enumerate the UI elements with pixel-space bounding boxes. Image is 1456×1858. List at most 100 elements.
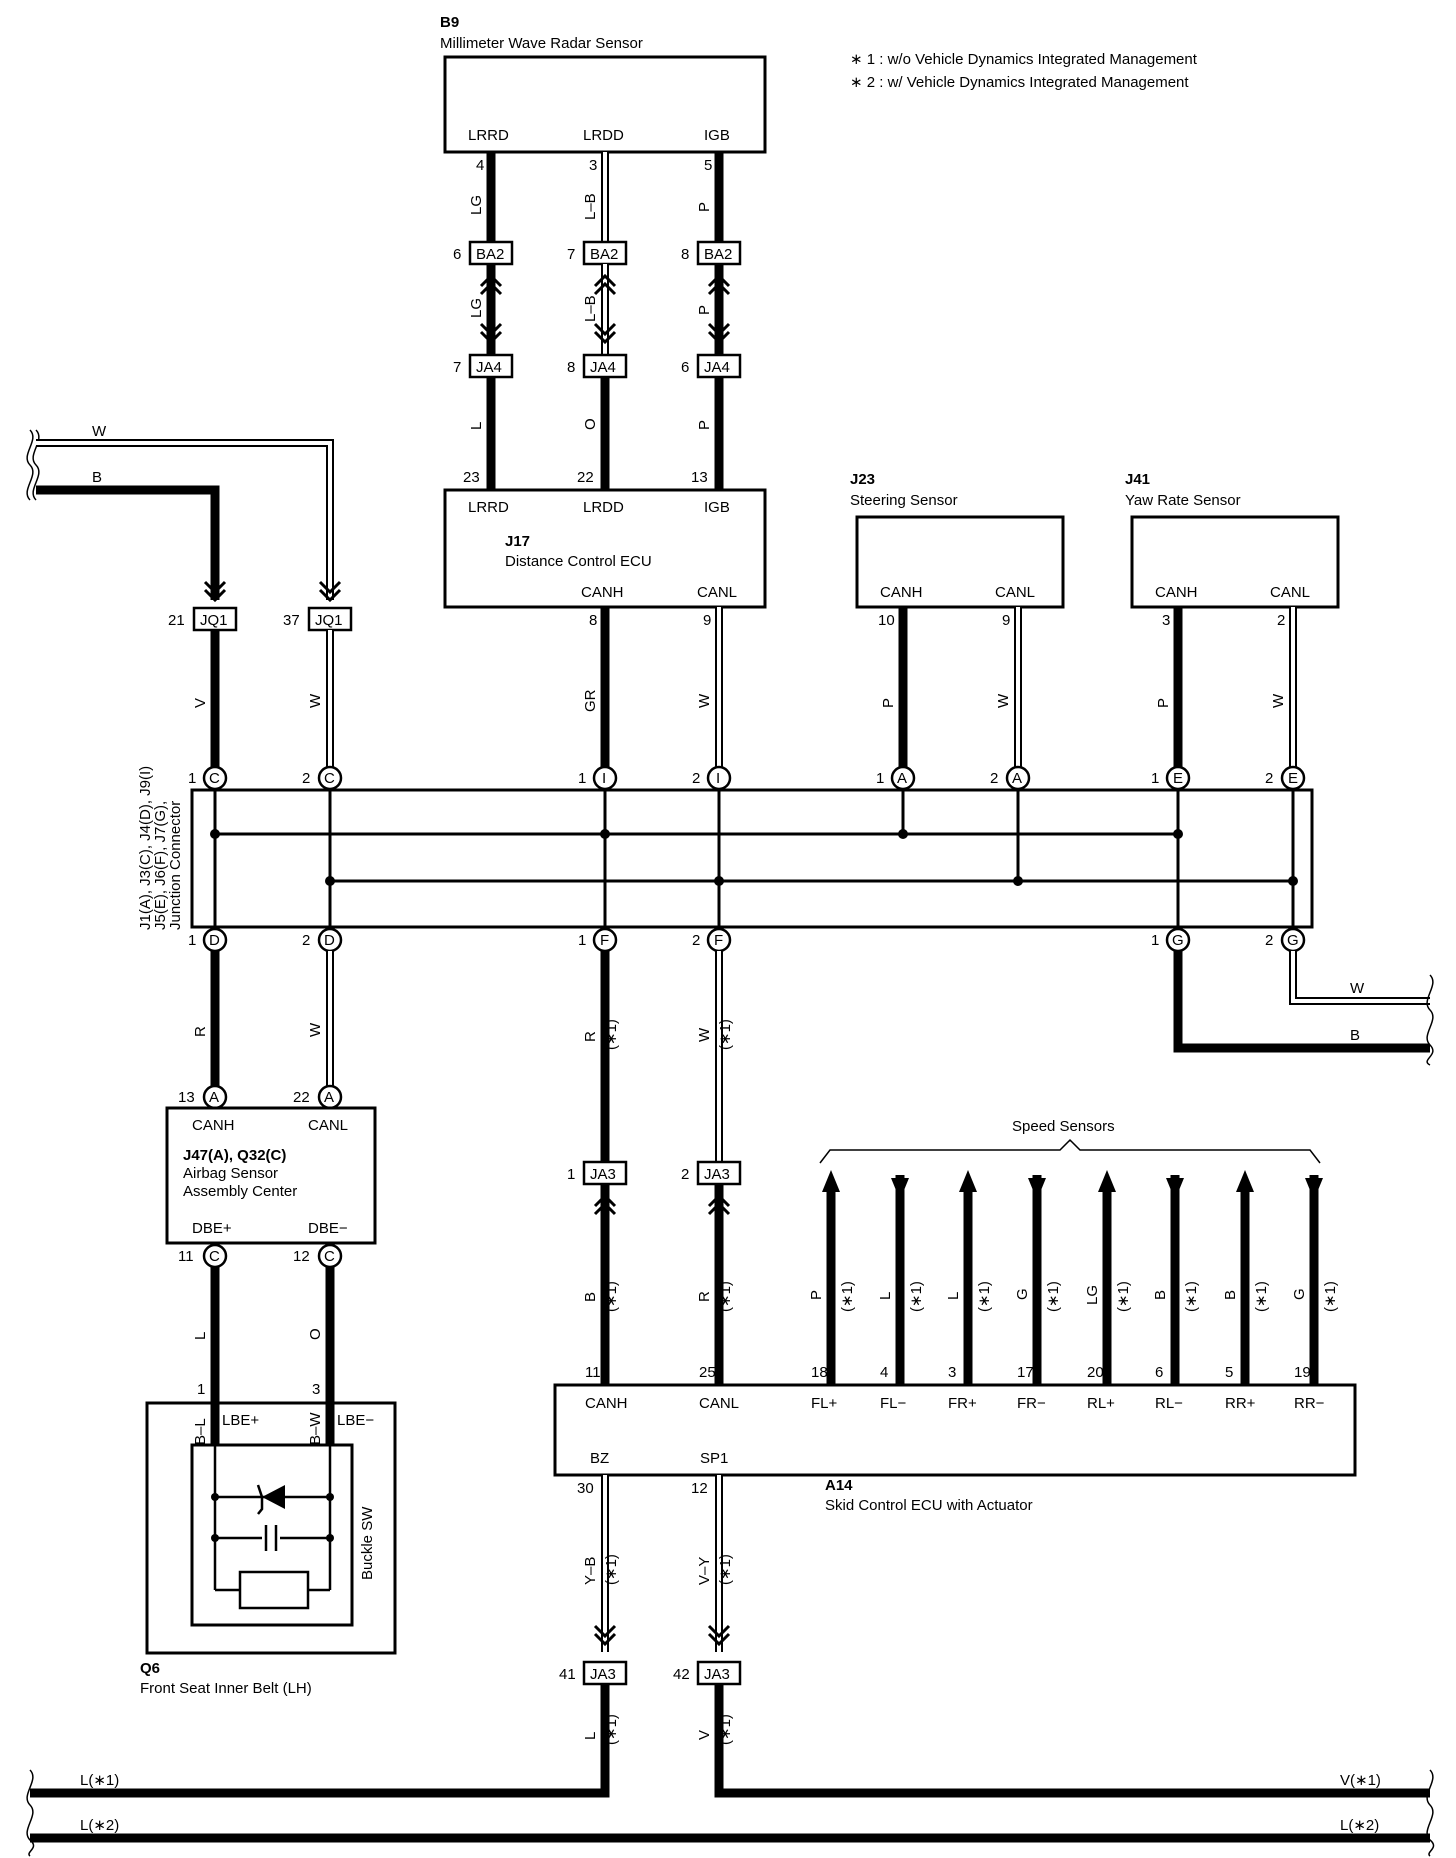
- junction-bottom-pins: D 1 D 2 F 1 F 2 G 1 G 2: [188, 927, 1306, 953]
- wire-r-airbag: R: [192, 1026, 209, 1037]
- b9-pin-num-5: 5: [704, 157, 712, 174]
- a14-pin-label: RR−: [1294, 1395, 1325, 1412]
- j17-pin-canh: CANH: [581, 584, 624, 601]
- bus-l2-left: L(∗2): [80, 1817, 119, 1834]
- speed-wire-note: (∗1): [1183, 1281, 1200, 1312]
- arrow-up-icon: [1098, 1170, 1116, 1192]
- a14-pin-number: 5: [1225, 1364, 1233, 1381]
- note-1: ∗ 1 : w/o Vehicle Dynamics Integrated Ma…: [850, 51, 1198, 68]
- arrow-up-icon: [1236, 1170, 1254, 1192]
- svg-text:1: 1: [1151, 932, 1159, 949]
- ja4-label-3: JA4: [704, 359, 730, 376]
- j23-pin-canh: CANH: [880, 584, 923, 601]
- svg-text:1: 1: [578, 770, 586, 787]
- svg-text:G: G: [1287, 932, 1299, 949]
- a14-pin-label: RL+: [1087, 1395, 1115, 1412]
- j47-pin-dbe-minus: DBE−: [308, 1220, 348, 1237]
- speed-wire-color: B: [1222, 1290, 1239, 1300]
- wire-lg-2: LG: [468, 298, 485, 318]
- wire-o-airbag: O: [307, 1328, 324, 1340]
- a14-pin-number: 25: [699, 1364, 716, 1381]
- wire-l-bottom: L: [582, 1732, 599, 1740]
- note1-v-bottom: (∗1): [717, 1714, 734, 1745]
- ba2-pin-8: 8: [681, 246, 689, 263]
- a14-pin-label: RL−: [1155, 1395, 1183, 1412]
- speed-wire-color: G: [1291, 1288, 1308, 1300]
- note1-b-skid: (∗1): [603, 1281, 620, 1312]
- speed-wire-note: (∗1): [908, 1281, 925, 1312]
- wire-b-left: B: [92, 469, 102, 486]
- svg-text:2: 2: [1265, 932, 1273, 949]
- svg-text:C: C: [324, 1248, 335, 1265]
- j41-id: J41: [1125, 471, 1150, 488]
- a14-pin-bz: BZ: [590, 1450, 609, 1467]
- wire-p-2: P: [696, 305, 713, 315]
- arrow-up-icon: [822, 1170, 840, 1192]
- ja3-label-4: JA3: [704, 1666, 730, 1683]
- speed-wire-color: L: [877, 1292, 894, 1300]
- ja4-pin-6: 6: [681, 359, 689, 376]
- j41-box: [1130, 515, 1340, 609]
- a14-pin-12: 12: [691, 1480, 708, 1497]
- speed-wire-color: LG: [1084, 1285, 1101, 1305]
- arrow-down-icon: [1166, 1178, 1184, 1200]
- svg-text:2: 2: [302, 932, 310, 949]
- svg-text:12: 12: [293, 1248, 310, 1265]
- note1-vy: (∗1): [717, 1554, 734, 1585]
- a14-pin-label: FL+: [811, 1395, 838, 1412]
- wire-gr: GR: [582, 689, 599, 712]
- buckle-switch-internal: [211, 1445, 334, 1610]
- speed-wire-note: (∗1): [1115, 1281, 1132, 1312]
- ja3-label-2: JA3: [704, 1166, 730, 1183]
- j23-pin-10: 10: [878, 612, 895, 629]
- a14-pin-label: CANH: [585, 1395, 628, 1412]
- a14-pin-number: 20: [1087, 1364, 1104, 1381]
- bus-l2-right: L(∗2): [1340, 1817, 1379, 1834]
- ba2-pin-7: 7: [567, 246, 575, 263]
- arrow-up-icon: [959, 1170, 977, 1192]
- a14-name: Skid Control ECU with Actuator: [825, 1497, 1033, 1514]
- j47-pin-canh: CANH: [192, 1117, 235, 1134]
- arrow-down-icon: [1305, 1178, 1323, 1200]
- j47-pin-dbe-plus: DBE+: [192, 1220, 232, 1237]
- wire-r-skid: R: [582, 1031, 599, 1042]
- speed-wire-color: L: [945, 1292, 962, 1300]
- j17-pin-9: 9: [703, 612, 711, 629]
- speed-wire-note: (∗1): [976, 1281, 993, 1312]
- a14-pin-label: FR+: [948, 1395, 977, 1412]
- svg-text:G: G: [1172, 932, 1184, 949]
- j23-name: Steering Sensor: [850, 492, 958, 509]
- a14-pin-label: FR−: [1017, 1395, 1046, 1412]
- junction-label-1: J1(A), J3(C), J4(D), J9(I): [137, 766, 154, 930]
- svg-text:E: E: [1173, 770, 1183, 787]
- j47-name-1: Airbag Sensor: [183, 1165, 278, 1182]
- j41-pin-canl: CANL: [1270, 584, 1310, 601]
- j17-pin-22: 22: [577, 469, 594, 486]
- j23-pin-canl: CANL: [995, 584, 1035, 601]
- wire-v: V: [192, 698, 209, 708]
- ja3-label-3: JA3: [590, 1666, 616, 1683]
- j17-id: J17: [505, 533, 530, 550]
- wire-yb: Y–B: [582, 1557, 599, 1585]
- speed-wire-color: B: [1152, 1290, 1169, 1300]
- note-2: ∗ 2 : w/ Vehicle Dynamics Integrated Man…: [850, 74, 1189, 91]
- wire-lb-1: L–B: [582, 193, 599, 220]
- j47-id: J47(A), Q32(C): [183, 1147, 286, 1164]
- a14-pin-label: FL−: [880, 1395, 907, 1412]
- j23-box: [855, 515, 1065, 609]
- junction-label-2: J5(E), J6(F), J7(G),: [152, 801, 169, 930]
- wire-r2-skid: R: [696, 1291, 713, 1302]
- svg-text:A: A: [1012, 770, 1022, 787]
- ba2-pin-6: 6: [453, 246, 461, 263]
- wire-p-1: P: [696, 202, 713, 212]
- b9-pin-num-4: 4: [476, 157, 484, 174]
- svg-text:2: 2: [692, 932, 700, 949]
- j41-pin-2: 2: [1277, 612, 1285, 629]
- j47-top-pins: A 13 A 22: [178, 1084, 343, 1110]
- buckle-switch-box: [190, 1443, 354, 1627]
- note1-l-bottom: (∗1): [603, 1714, 620, 1745]
- svg-text:A: A: [209, 1089, 219, 1106]
- svg-text:F: F: [714, 932, 723, 949]
- buckle-switch-label: Buckle SW: [359, 1506, 376, 1580]
- wire-w-left: W: [92, 423, 107, 440]
